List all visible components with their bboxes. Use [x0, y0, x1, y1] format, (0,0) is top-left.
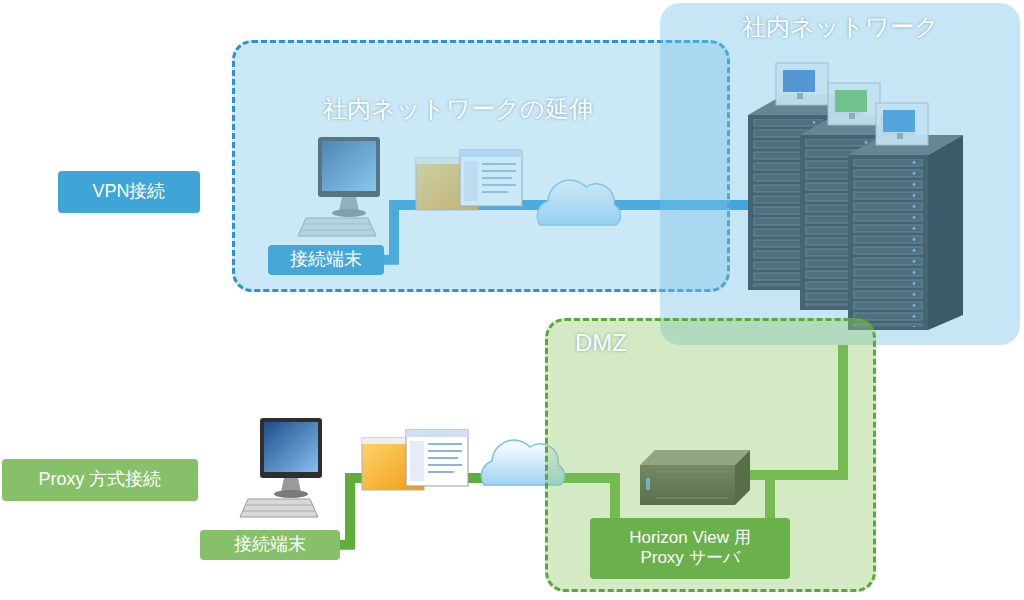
dmz-region: DMZ Horizon View 用 Proxy サーバ	[545, 318, 876, 592]
terminal-label: 接続端末	[200, 530, 340, 560]
client-computer	[240, 418, 322, 517]
connection-type-label: VPN接続	[58, 171, 200, 213]
extended-network-region: 社内ネットワークの延伸接続端末	[232, 40, 730, 292]
node-label: 接続端末	[200, 534, 340, 556]
region-title: 社内ネットワークの延伸	[235, 95, 681, 124]
terminal-label: 接続端末	[268, 245, 384, 275]
internal-network-region: 社内ネットワーク	[660, 3, 1020, 345]
connection-type-label: Proxy 方式接続	[2, 459, 198, 501]
node-label: 接続端末	[290, 249, 362, 271]
region-title: DMZ	[575, 329, 775, 358]
proxy-server-label: Horizon View 用 Proxy サーバ	[590, 518, 790, 579]
region-title: 社内ネットワーク	[660, 13, 1020, 42]
desktop-windows	[362, 430, 468, 490]
node-label: VPN接続	[58, 181, 200, 203]
node-label: Horizon View 用 Proxy サーバ	[610, 528, 770, 569]
node-label: Proxy 方式接続	[2, 469, 198, 491]
